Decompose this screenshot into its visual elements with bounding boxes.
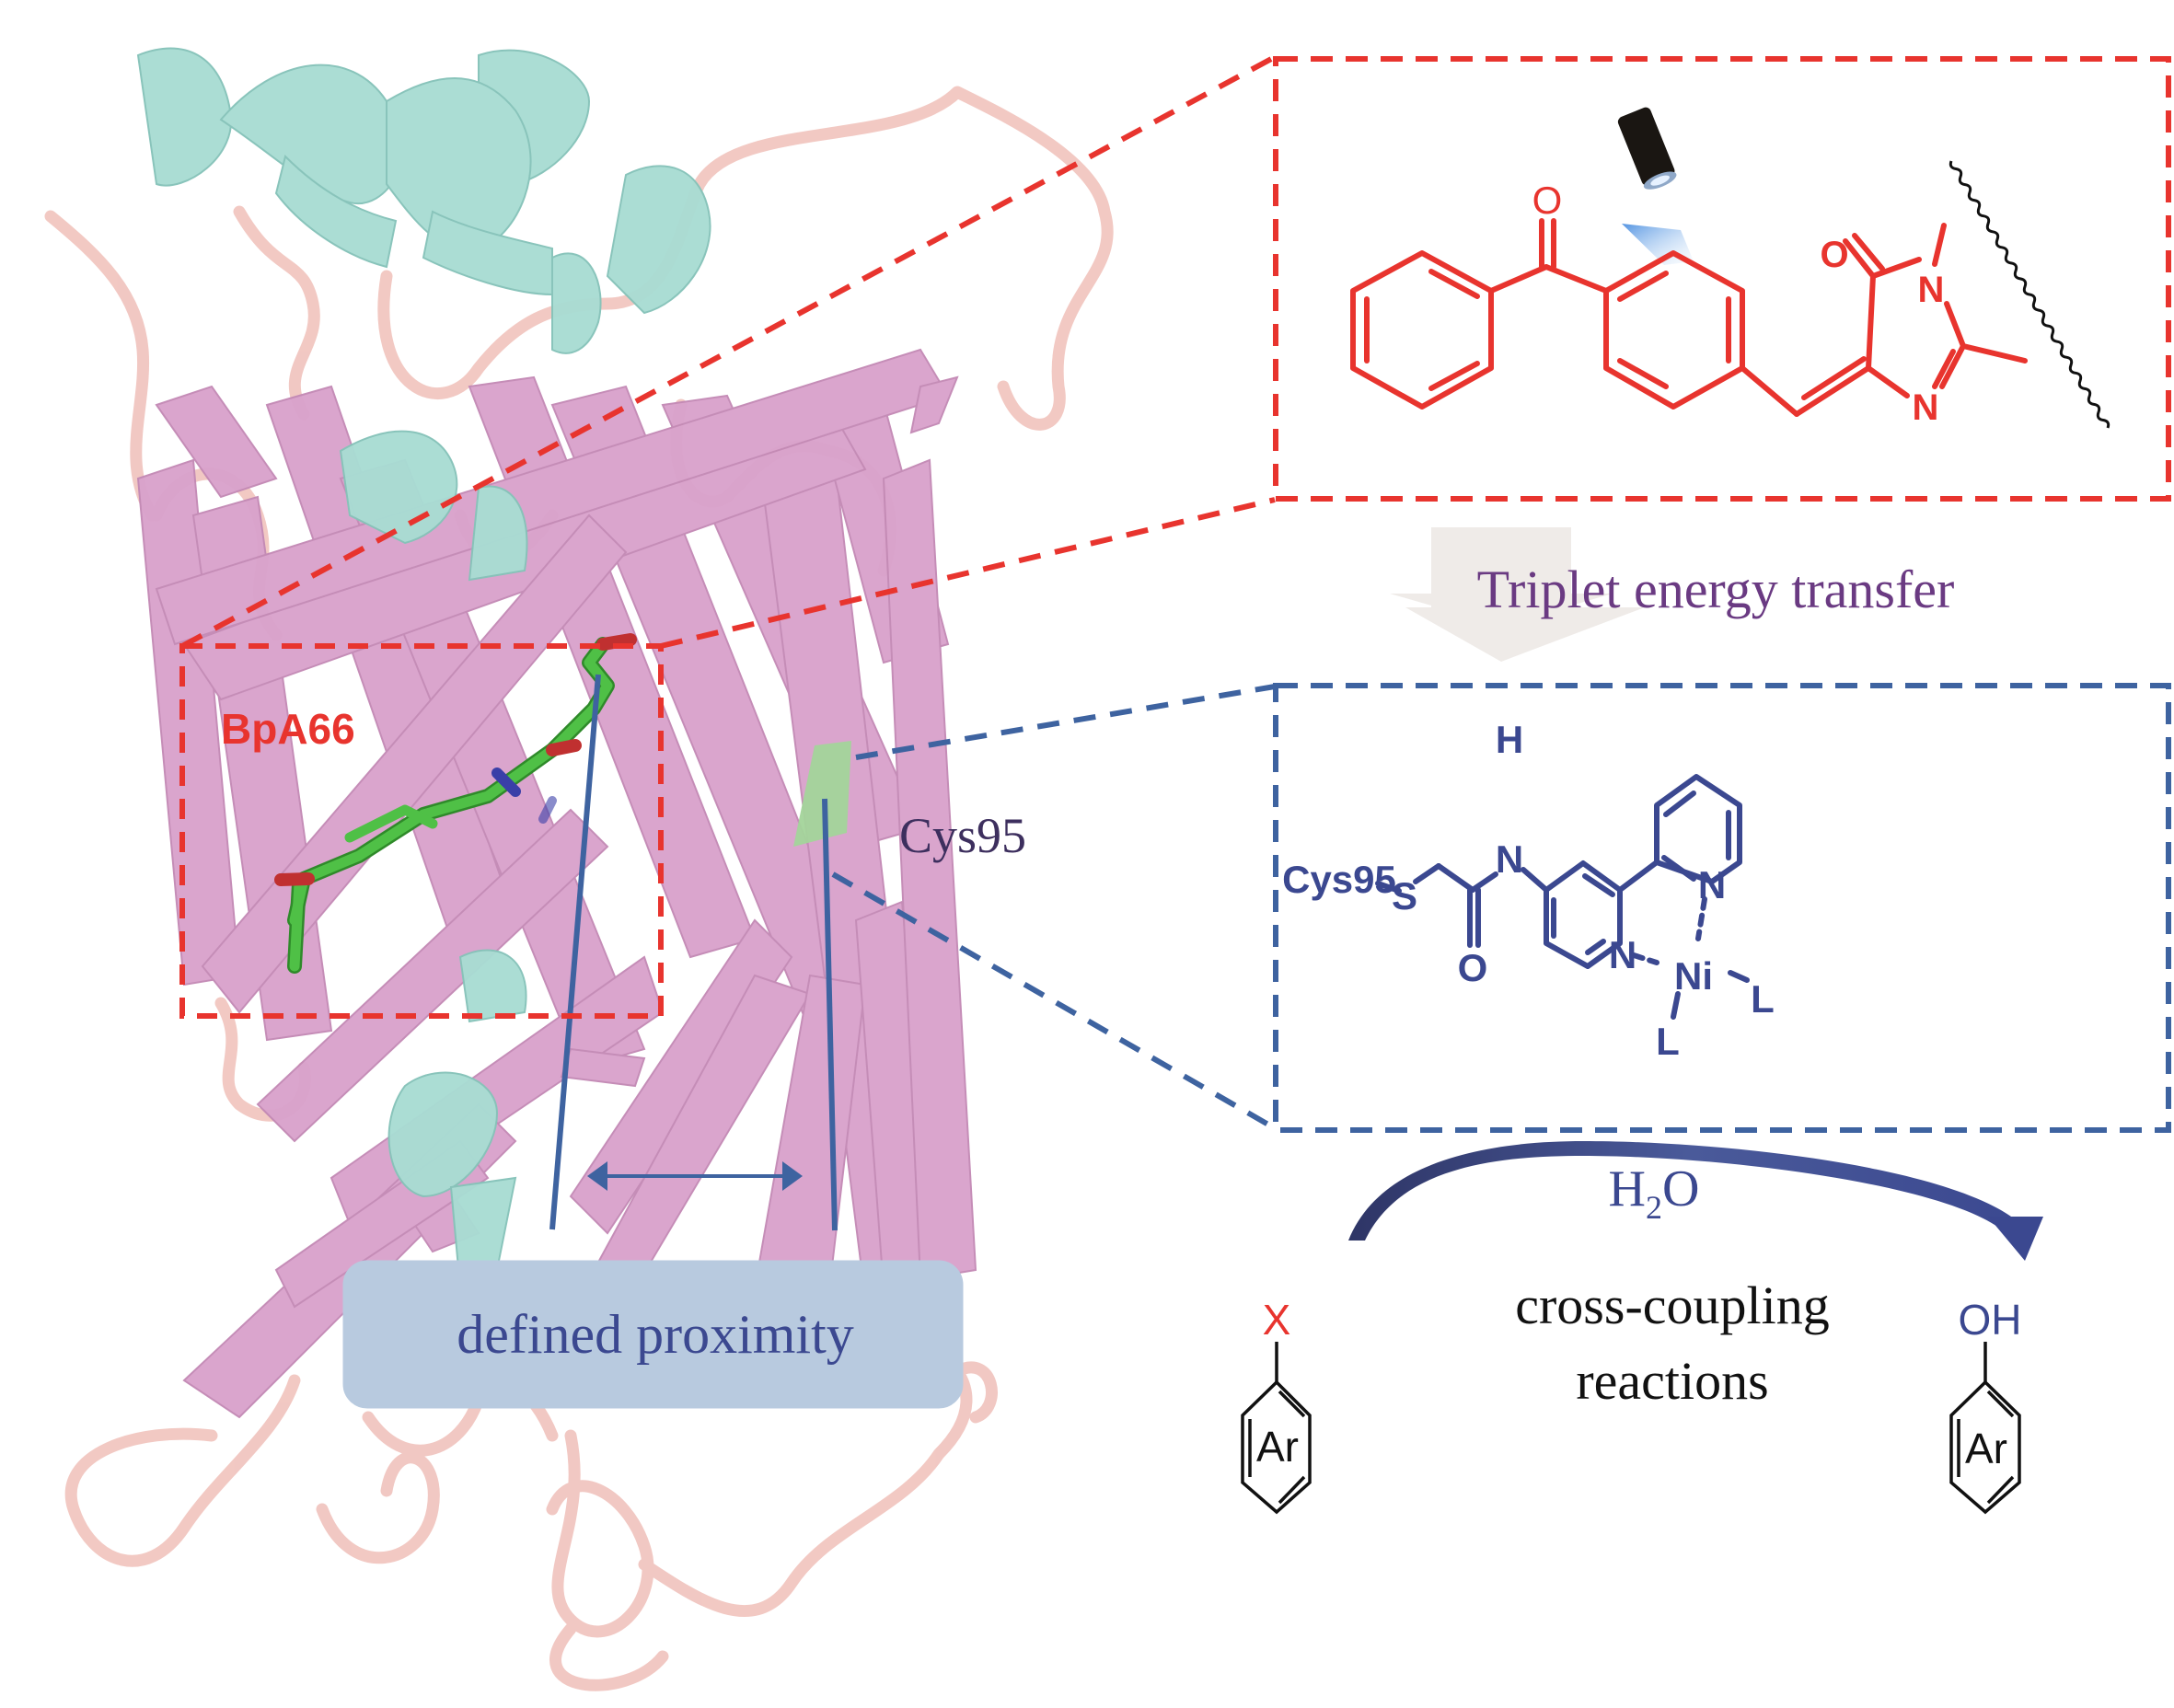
cys95-highlight [793, 741, 851, 847]
protein-structure: defined proximity BpA66 Cys95 [44, 47, 1114, 1691]
flashlight-icon [1617, 107, 1694, 265]
substrate-x-label: X [1263, 1296, 1291, 1344]
defined-proximity-callout: defined proximity [342, 1260, 964, 1409]
atom-n2: N [1913, 387, 1939, 428]
atom-n1: N [1918, 270, 1945, 310]
bpa66-label: BpA66 [221, 705, 355, 753]
red-connector-top [180, 54, 1277, 649]
nickel-complex-structure [1375, 774, 1750, 1020]
atom-n-py2: N [1698, 863, 1726, 906]
photosensitizer-structure [1350, 218, 2028, 417]
red-connector-bottom [660, 497, 1276, 649]
ligand-l2: L [1656, 1020, 1680, 1063]
reaction-name-line1: cross-coupling [1515, 1275, 1830, 1335]
product-ar-label: Ar [1965, 1425, 2007, 1472]
nickel-complex-panel: Cys95 S H N O N N Ni L L [1273, 683, 2171, 1133]
reaction-arrowhead [1988, 1217, 2043, 1261]
product-oh-label: OH [1959, 1296, 2022, 1344]
protein-attachment-wavy-line [1949, 160, 2110, 429]
bpa66-ligand [274, 633, 637, 974]
aryl-phenol: OH Ar [1949, 1296, 2022, 1515]
reagent-subscript: 2 [1646, 1189, 1662, 1226]
reaction-name-line2: reactions [1576, 1351, 1768, 1411]
cys95-complex-label: Cys95 [1282, 858, 1396, 901]
substrate-ar-label: Ar [1256, 1423, 1299, 1471]
reagent-h: H [1609, 1160, 1646, 1218]
aryl-halide: X Ar [1241, 1296, 1312, 1515]
zoom-connectors [180, 54, 1277, 1131]
ligand-l1: L [1751, 977, 1775, 1021]
protein-helices [136, 47, 711, 1290]
bpa66-highlight-box [179, 643, 664, 1019]
reaction-scheme: H2O cross-coupling reactions X Ar OH [1241, 1141, 2043, 1515]
atom-carbonyl-o: O [1532, 179, 1563, 222]
atom-s: S [1392, 874, 1417, 917]
atom-imid-o: O [1820, 235, 1848, 275]
atom-ni: Ni [1674, 954, 1713, 998]
photosensitizer-panel: O O N N [1273, 56, 2171, 502]
proximity-line-right [822, 798, 838, 1231]
atom-n-amide: N [1496, 837, 1523, 881]
blue-connector-bottom [831, 871, 1277, 1131]
cys95-label: Cys95 [899, 808, 1026, 863]
atom-n-py1: N [1609, 933, 1636, 976]
atom-o: O [1458, 946, 1488, 989]
triplet-energy-transfer-label: Triplet energy transfer [1477, 560, 1955, 619]
atom-h: H [1496, 718, 1523, 761]
energy-transfer-arrow: Triplet energy transfer [1390, 527, 1954, 662]
proximity-double-arrow [587, 1161, 803, 1191]
defined-proximity-label: defined proximity [457, 1304, 854, 1365]
nickel-complex-box [1273, 683, 2171, 1133]
proximity-line-left [549, 674, 601, 1230]
reagent-o: O [1662, 1160, 1699, 1218]
reagent-water: H2O [1609, 1160, 1700, 1226]
